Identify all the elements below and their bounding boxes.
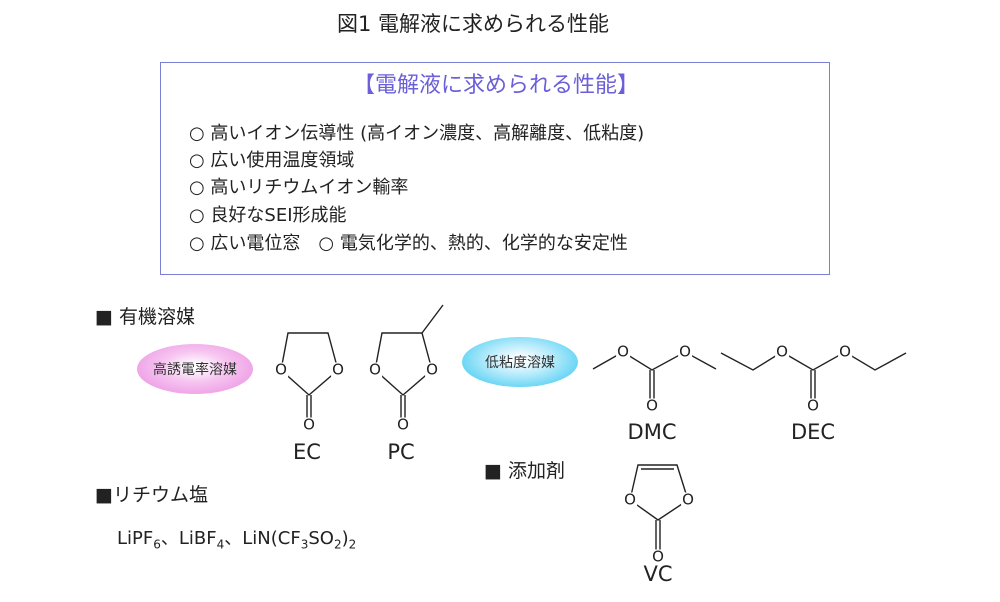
dmc-label: DMC [627, 420, 677, 444]
requirement-item: ○ 良好なSEI形成能 [189, 205, 347, 226]
oxygen-atom: O [678, 342, 692, 361]
oxygen-atom: O [775, 342, 789, 361]
vc-label: VC [643, 562, 673, 586]
oxygen-atom: O [425, 360, 439, 379]
oxygen-atom: O [623, 490, 637, 509]
lithium-salts-heading: ■リチウム塩 [95, 484, 208, 506]
formula-subscript: 2 [348, 537, 357, 552]
ec-label: EC [293, 440, 321, 464]
formula-part: SO [308, 528, 334, 549]
oxygen-atom: O [806, 396, 820, 415]
requirement-item: ○ 高いリチウムイオン輸率 [189, 177, 409, 198]
formula-part: 、LiN(CF [224, 528, 301, 549]
oxygen-atom: O [838, 342, 852, 361]
box-title: 【電解液に求められる性能】 [352, 73, 639, 98]
pc-label: PC [387, 440, 415, 464]
oxygen-atom: O [274, 360, 288, 379]
formula-part: LiPF [117, 528, 154, 549]
high-dielectric-solvent-pill: 高誘電率溶媒 [137, 344, 253, 394]
low-viscosity-solvent-pill: 低粘度溶媒 [462, 337, 578, 387]
formula-subscript: 3 [300, 537, 309, 552]
dec-label: DEC [790, 420, 836, 444]
requirement-item: ○ 広い使用温度領域 [189, 150, 355, 171]
oxygen-atom: O [651, 547, 665, 566]
requirements-box: 【電解液に求められる性能】 ○ 高いイオン伝導性 (高イオン濃度、高解離度、低粘… [160, 62, 830, 275]
oxygen-atom: O [396, 415, 410, 434]
organic-solvents-heading: ■ 有機溶媒 [95, 306, 195, 328]
oxygen-atom: O [681, 490, 695, 509]
requirement-item: ○ 広い電位窓 ○ 電気化学的、熱的、化学的な安定性 [189, 233, 628, 254]
vc-structure [629, 464, 689, 557]
oxygen-atom: O [645, 396, 659, 415]
oxygen-atom: O [331, 360, 345, 379]
formula-part: 、LiBF [160, 528, 217, 549]
formula-part: ) [341, 528, 349, 549]
oxygen-atom: O [302, 415, 316, 434]
additives-heading: ■ 添加剤 [484, 460, 565, 482]
formula-subscript: 6 [153, 537, 161, 552]
requirement-item: ○ 高いイオン伝導性 (高イオン濃度、高解離度、低粘度) [189, 123, 645, 144]
ec-structure [280, 332, 339, 425]
lithium-salts-formula: LiPF6、LiBF4、LiN(CF3SO2)2 [117, 524, 356, 552]
figure-title: 図1 電解液に求められる性能 [336, 12, 610, 36]
formula-subscript: 4 [216, 537, 225, 552]
formula-subscript: 2 [333, 537, 342, 552]
oxygen-atom: O [616, 342, 630, 361]
oxygen-atom: O [368, 360, 382, 379]
